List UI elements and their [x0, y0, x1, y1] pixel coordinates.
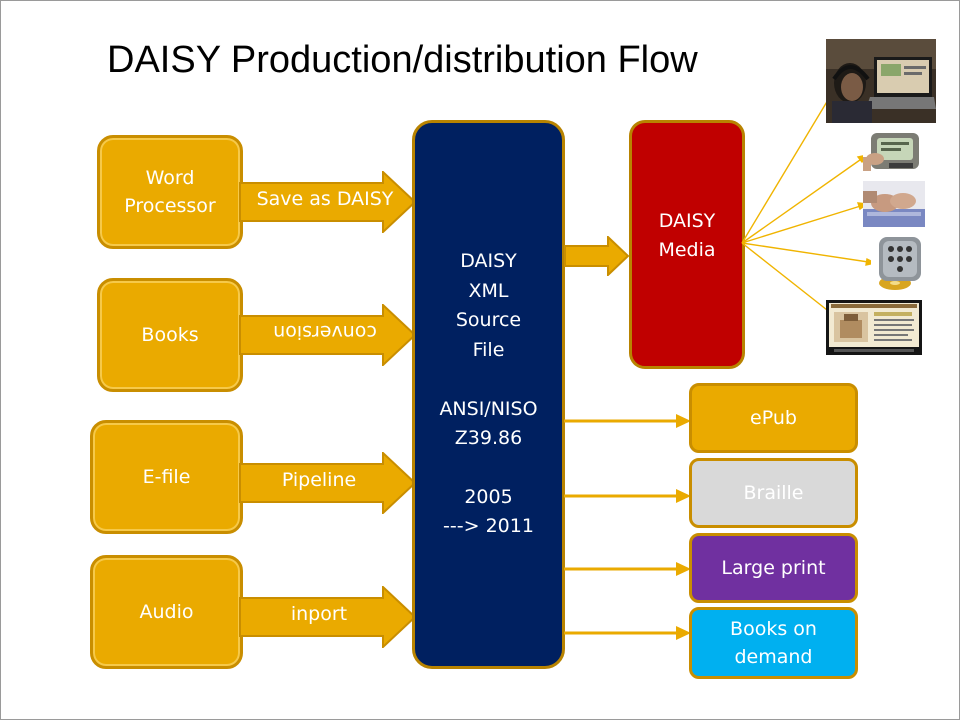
connector-touch-player — [741, 154, 868, 244]
daisy-xml-source-line: File — [472, 338, 505, 361]
daisy-xml-source-line: XML — [468, 279, 509, 302]
connector-braille-hands — [741, 203, 868, 244]
arrow-to-braille — [564, 486, 692, 506]
output-books-on-demand-label: Books on demand — [730, 617, 817, 669]
source-books-label: Books — [141, 323, 199, 346]
connector-ebook — [741, 242, 842, 322]
daisy-media-label: DAISY Media — [658, 210, 716, 261]
arrow-pipeline-label: Pipeline — [281, 469, 357, 491]
arrow-to-books-on-demand-shape — [564, 626, 691, 640]
arrow-to-braille-shape — [564, 489, 691, 503]
laptop-listener-photo — [826, 39, 936, 123]
daisy-xml-source-line: Z39.86 — [454, 426, 523, 449]
touch-player-photo — [863, 129, 923, 175]
source-efile-label: E-file — [142, 465, 191, 488]
daisy-xml-source-line: 2005 — [464, 485, 513, 508]
slide-title: DAISY Production/distribution Flow — [107, 39, 698, 81]
arrow-to-large-print — [564, 559, 692, 579]
arrow-to-media — [564, 236, 630, 276]
braille-hands-photo — [863, 181, 925, 227]
output-large-print: Large print — [689, 533, 858, 603]
connector-laptop — [741, 84, 838, 244]
arrow-save-as-daisy-shape — [239, 171, 417, 233]
arrow-conversion: conversion — [239, 304, 417, 366]
arrow-to-epub-shape — [564, 414, 691, 428]
connector-daisy-player — [741, 242, 876, 264]
output-braille: Braille — [689, 458, 858, 528]
source-word-processor: Word Processor — [97, 135, 243, 249]
source-books: Books — [97, 278, 243, 392]
ebook-screen-photo — [826, 300, 922, 355]
arrow-inport-label: inport — [290, 603, 348, 625]
arrow-save-as-daisy-label: Save as DAISY — [256, 188, 394, 210]
arrow-inport: inport — [239, 586, 417, 648]
output-books-on-demand: Books on demand — [689, 607, 858, 679]
daisy-xml-source-line: ANSI/NISO — [439, 397, 538, 420]
daisy-xml-source-line: DAISY — [460, 250, 517, 273]
braille-hands-illustration — [863, 181, 925, 227]
source-word-processor-label: Word Processor — [124, 166, 216, 218]
arrow-pipeline-shape — [239, 452, 417, 514]
arrow-pipeline: Pipeline — [239, 452, 417, 514]
source-audio-label: Audio — [139, 600, 194, 623]
output-epub: ePub — [689, 383, 858, 453]
laptop-listener-illustration — [826, 39, 936, 123]
arrow-to-epub — [564, 411, 692, 431]
arrow-inport-shape — [239, 586, 417, 648]
output-braille-label: Braille — [743, 481, 804, 504]
arrow-to-large-print-shape — [564, 562, 691, 576]
arrow-save-as-daisy: Save as DAISY — [239, 171, 417, 233]
arrow-conversion-shape — [239, 304, 417, 366]
daisy-xml-source-line: ---> 2011 — [443, 515, 534, 538]
output-large-print-label: Large print — [721, 556, 826, 579]
ebook-screen-illustration — [826, 300, 922, 355]
daisy-player-illustration — [871, 233, 927, 291]
arrow-to-books-on-demand — [564, 623, 692, 643]
arrow-to-media-shape — [564, 236, 630, 276]
touch-player-illustration — [863, 129, 923, 175]
daisy-player-photo — [871, 233, 927, 291]
daisy-xml-source-line: Source — [455, 309, 522, 332]
output-epub-label: ePub — [750, 406, 797, 429]
